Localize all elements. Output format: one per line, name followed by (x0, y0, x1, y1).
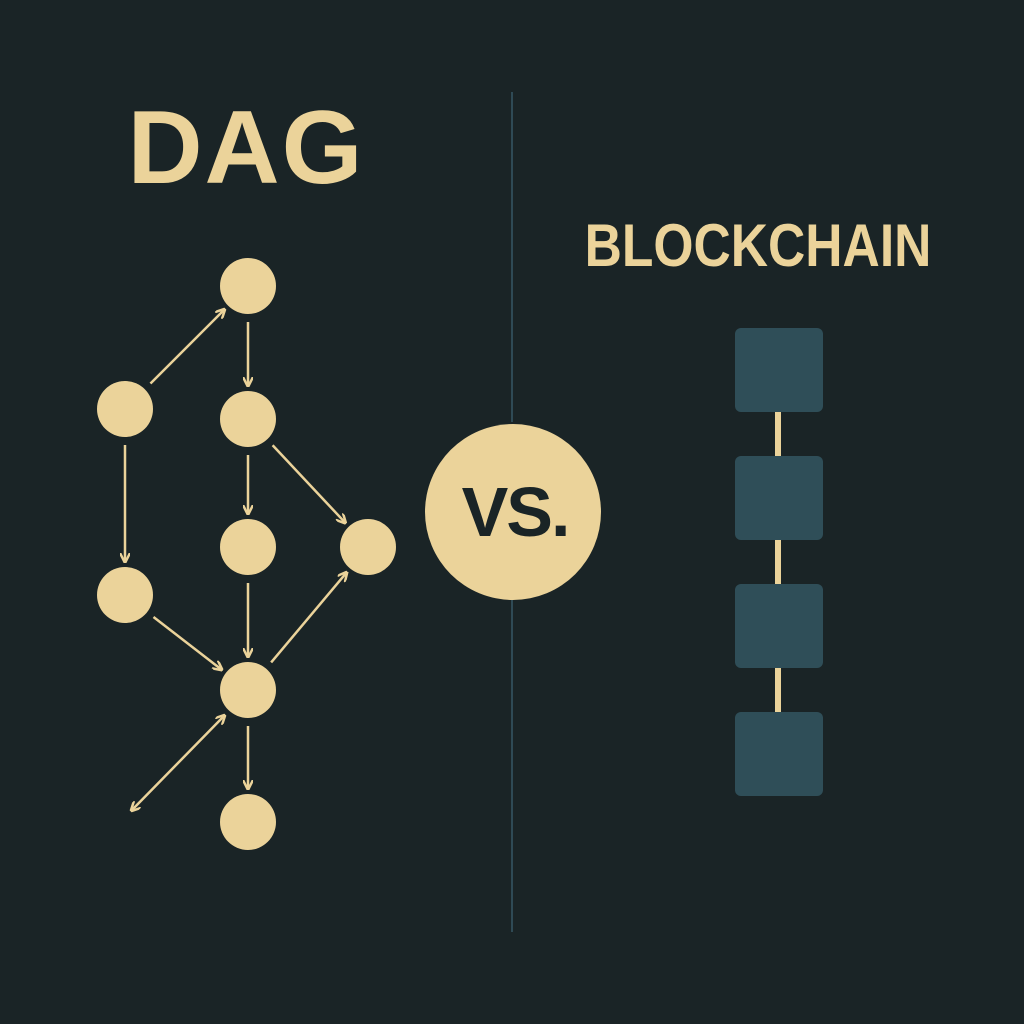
dag-node-top (220, 258, 276, 314)
divider-line-top (511, 92, 513, 422)
dag-node-mid-right (340, 519, 396, 575)
dag-edge-upper-left-to-top (149, 310, 224, 385)
chain-link (775, 668, 781, 712)
dag-edge-upper-center-to-mid-right (271, 444, 345, 522)
dag-node-hub (220, 662, 276, 718)
dag-node-lower-left (97, 567, 153, 623)
chain-link (775, 412, 781, 456)
vs-label: VS. (461, 473, 571, 551)
dag-edge-lower-left-to-hub (152, 616, 221, 669)
dag-node-upper-left (97, 381, 153, 437)
dag-nodes (97, 258, 396, 850)
chain-link (775, 540, 781, 584)
dag-edge-hub-to-mid-right (270, 573, 346, 664)
blockchain-title: BLOCKCHAIN (584, 212, 932, 279)
dag-node-bottom (220, 794, 276, 850)
chain-block (735, 712, 823, 796)
divider-line-bottom (511, 598, 513, 932)
chain-block (735, 584, 823, 668)
dag-node-upper-center (220, 391, 276, 447)
dag-node-mid-center (220, 519, 276, 575)
dag-edges (125, 310, 346, 788)
vs-badge: VS. (425, 424, 601, 600)
chain-block (735, 456, 823, 540)
dag-title: DAG (127, 90, 365, 206)
dag-extra-edge (132, 716, 224, 810)
chain-block (735, 328, 823, 412)
dag-edge-dangling-double-arrow (132, 716, 224, 810)
